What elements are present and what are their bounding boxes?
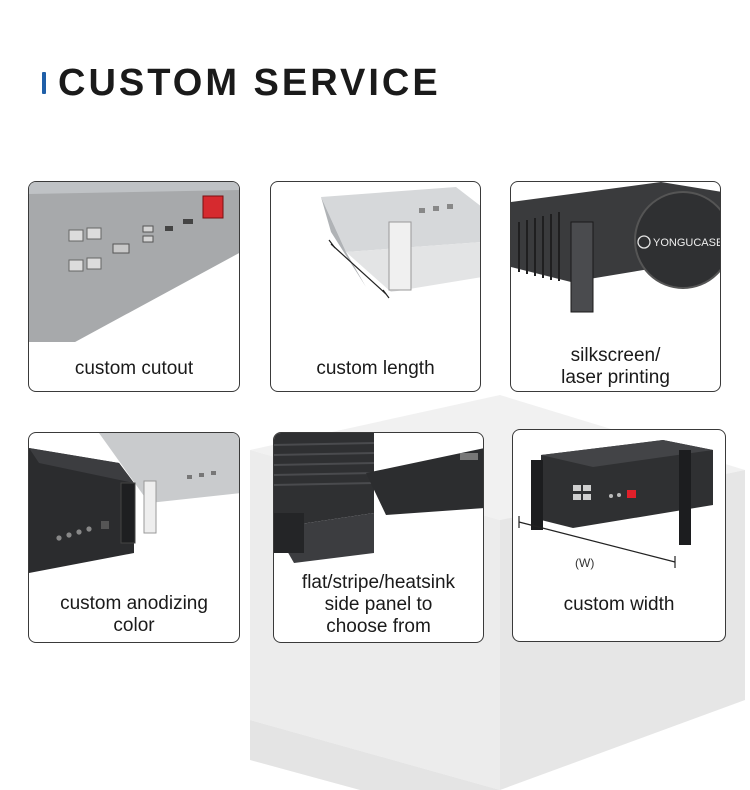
- title-accent-bar: [42, 72, 46, 94]
- panel-cutout-image: [29, 182, 239, 342]
- card-side-panel: flat/stripe/heatsink side panel to choos…: [273, 432, 484, 643]
- chassis-length-image: [321, 187, 480, 299]
- chassis-width-image: (W): [518, 440, 713, 570]
- card-silkscreen-label: silkscreen/ laser printing: [561, 345, 670, 388]
- anodized-chassis-image: [29, 433, 239, 573]
- card-custom-length: custom length: [270, 181, 481, 392]
- card-custom-cutout-label: custom cutout: [74, 358, 194, 379]
- brand-logo-text: YONGUCASE: [653, 237, 721, 249]
- card-custom-anodizing-label: custom anodizing color: [60, 593, 208, 636]
- card-side-panel-label: flat/stripe/heatsink side panel to choos…: [301, 572, 456, 637]
- card-custom-cutout: custom cutout: [28, 181, 240, 392]
- card-custom-width: (W) custom width: [512, 429, 726, 642]
- silkscreen-chassis-image: YONGUCASE: [511, 182, 721, 313]
- section-header: CUSTOM SERVICE: [42, 58, 441, 108]
- page-title: CUSTOM SERVICE: [58, 61, 441, 104]
- card-custom-width-label: custom width: [563, 594, 675, 615]
- side-panel-options-image: [274, 433, 483, 563]
- card-custom-length-label: custom length: [316, 358, 435, 379]
- card-custom-anodizing: custom anodizing color: [28, 432, 240, 643]
- card-silkscreen: YONGUCASE silkscreen/ laser printing: [510, 181, 721, 392]
- width-dimension-label: (W): [575, 556, 594, 570]
